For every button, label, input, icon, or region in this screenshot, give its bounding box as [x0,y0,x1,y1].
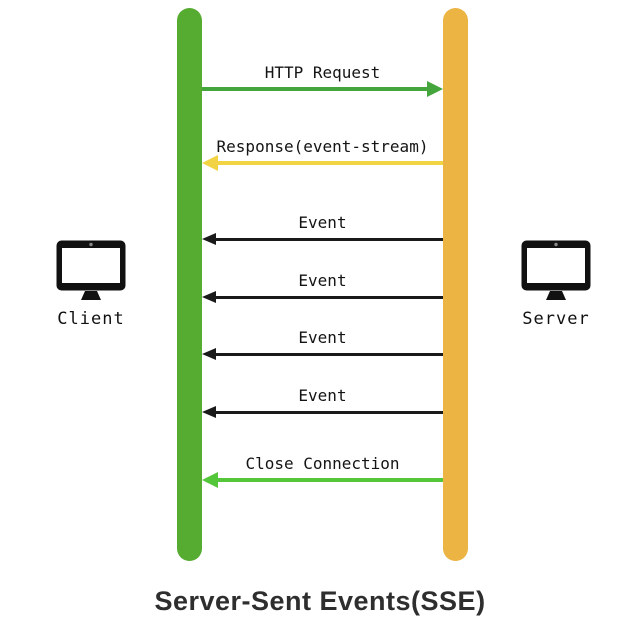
arrow-line [214,478,443,482]
message-event-4: Event [202,386,443,428]
message-event-2: Event [202,271,443,313]
arrow-left [202,155,443,171]
client-lifeline [177,8,202,561]
server-label: Server [522,309,590,329]
message-label: Close Connection [245,454,400,473]
message-label: Event [298,328,347,347]
arrowhead-left-icon [202,233,216,245]
message-close-connection: Close Connection [202,454,443,496]
actor-client: Client [36,240,146,329]
arrowhead-right-icon [427,81,443,97]
message-label: HTTP Request [264,63,381,82]
diagram-title: Server-Sent Events(SSE) [154,586,486,616]
arrow-right [202,81,443,97]
server-lifeline [443,8,468,561]
message-response: Response(event-stream) [202,137,443,179]
arrow-line [214,161,443,165]
arrowhead-left-icon [202,472,218,488]
monitor-icon [521,240,591,300]
arrow-line [214,238,443,241]
arrowhead-left-icon [202,155,218,171]
message-label: Event [298,271,347,290]
arrow-line [202,87,431,91]
arrow-left [202,404,443,420]
message-label: Event [298,386,347,405]
arrow-left [202,472,443,488]
message-event-3: Event [202,328,443,370]
arrowhead-left-icon [202,406,216,418]
arrow-left [202,231,443,247]
message-event-1: Event [202,213,443,255]
client-label: Client [57,309,125,329]
message-label: Response(event-stream) [216,137,429,156]
message-http-request: HTTP Request [202,63,443,105]
message-label: Event [298,213,347,232]
arrow-line [214,353,443,356]
monitor-icon [56,240,126,300]
arrow-left [202,289,443,305]
arrow-line [214,411,443,414]
arrowhead-left-icon [202,348,216,360]
actor-server: Server [501,240,611,329]
arrow-left [202,346,443,362]
arrow-line [214,296,443,299]
arrowhead-left-icon [202,291,216,303]
